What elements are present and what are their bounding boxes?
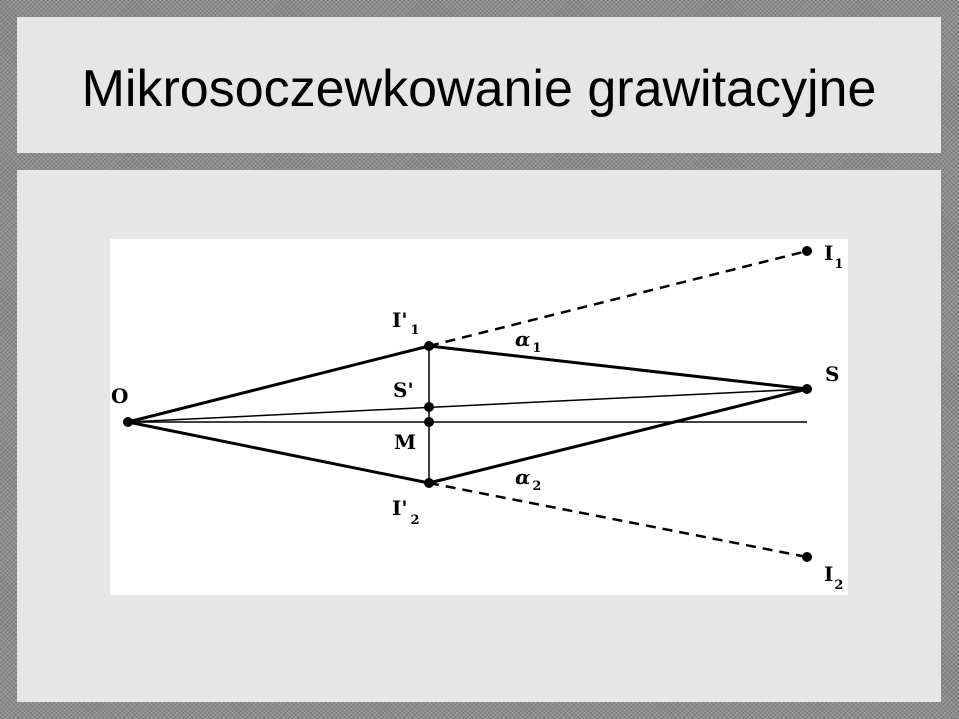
ray-observer-to-image2 [126, 420, 431, 485]
label-observer: O [111, 384, 128, 408]
point-image1 [424, 341, 434, 351]
dashed-extension-image1 [428, 249, 808, 348]
dashed-extension-image2 [428, 481, 808, 559]
ray-observer-to-image1 [126, 344, 431, 424]
slide-title: Mikrosoczewkowanie grawitacyjne [81, 60, 877, 118]
point-source [802, 384, 812, 394]
label-lens: M [394, 430, 416, 454]
line-observer-to-source [127, 388, 808, 423]
label-far-image1: I1 [824, 241, 843, 272]
ray-image2-to-source [427, 387, 809, 485]
label-image2: I'2 [392, 496, 420, 528]
ray-image1-to-source [427, 344, 809, 391]
label-source-apparent: S' [393, 378, 414, 402]
label-far-image2: I2 [824, 562, 843, 593]
point-far-image2 [802, 552, 812, 562]
point-lens [424, 417, 434, 427]
point-far-image1 [802, 246, 812, 256]
point-image2 [424, 478, 434, 488]
label-image1: I'1 [392, 308, 420, 338]
point-source-apparent [424, 402, 434, 412]
label-source: S [825, 362, 839, 386]
title-panel: Mikrosoczewkowanie grawitacyjne [17, 17, 941, 153]
point-observer [123, 417, 133, 427]
